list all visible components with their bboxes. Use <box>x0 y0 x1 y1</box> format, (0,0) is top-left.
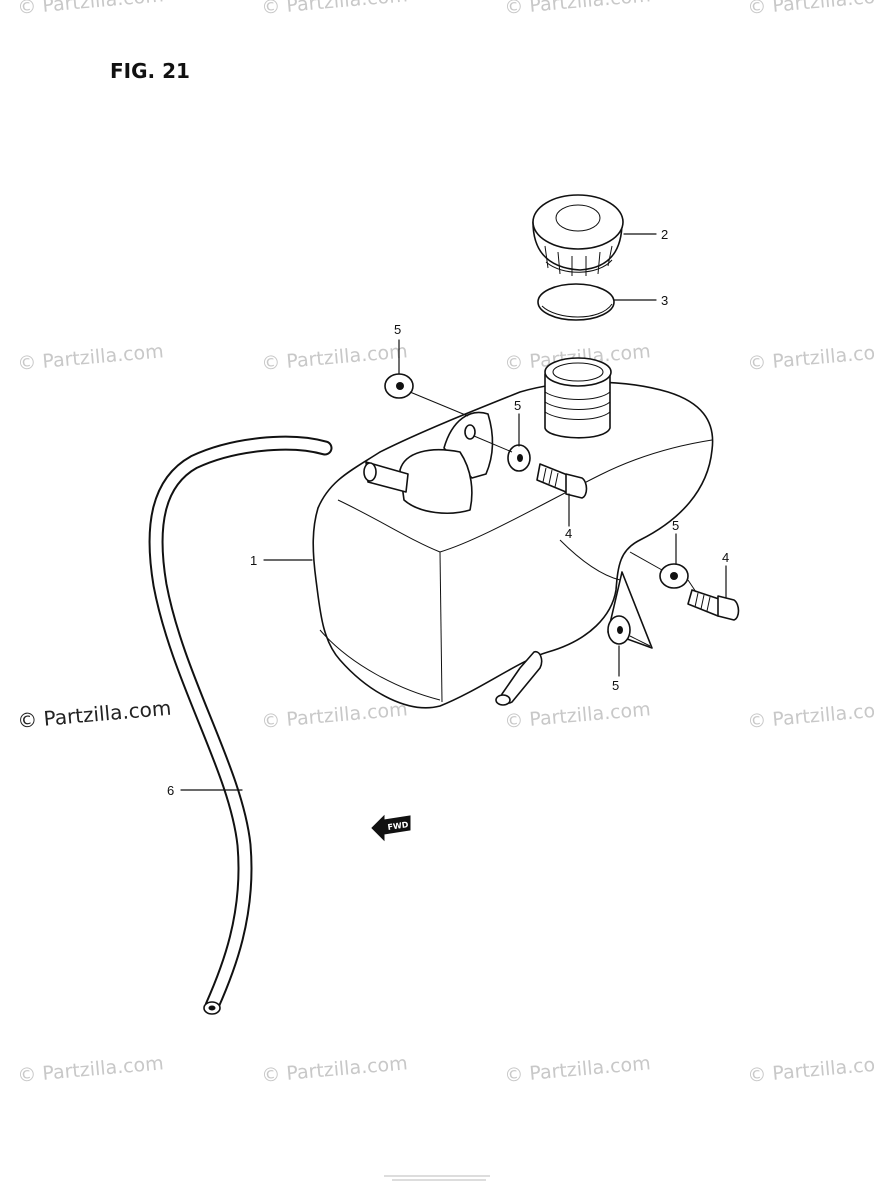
watermark: © Partzilla.com <box>747 698 874 733</box>
callout-2: 2 <box>661 227 668 242</box>
footer-mark-line <box>384 1175 490 1181</box>
watermark: © Partzilla.com <box>16 696 172 733</box>
callout-5: 5 <box>514 398 521 413</box>
watermark: © Partzilla.com <box>261 340 409 375</box>
callout-5: 5 <box>672 518 679 533</box>
watermark: © Partzilla.com <box>747 340 874 375</box>
fwd-arrow-icon: FWD <box>371 814 411 842</box>
watermark: © Partzilla.com <box>504 1052 652 1087</box>
watermark: © Partzilla.com <box>17 340 165 375</box>
bolt-right <box>687 589 740 621</box>
reservoir-tank <box>312 357 714 709</box>
washer-right <box>659 563 689 589</box>
washer-lower <box>607 615 631 645</box>
watermark: © Partzilla.com <box>17 1052 165 1087</box>
watermark: © Partzilla.com <box>17 0 165 19</box>
fwd-label: FWD <box>387 820 409 832</box>
callout-5: 5 <box>394 322 401 337</box>
callout-4: 4 <box>722 550 729 565</box>
breather-hose <box>148 435 333 1015</box>
watermark: © Partzilla.com <box>504 0 652 19</box>
callout-6: 6 <box>167 783 174 798</box>
washer-top-mid <box>507 444 531 472</box>
watermark: © Partzilla.com <box>261 1052 409 1087</box>
callout-5: 5 <box>612 678 619 693</box>
callout-1: 1 <box>250 553 257 568</box>
bolt-upper <box>536 463 588 499</box>
alignment-lines <box>409 391 697 647</box>
watermark: © Partzilla.com <box>747 1052 874 1087</box>
cap-gasket <box>537 283 615 321</box>
leader-lines <box>180 233 727 791</box>
callout-3: 3 <box>661 293 668 308</box>
watermark: © Partzilla.com <box>747 0 874 19</box>
watermark: © Partzilla.com <box>504 698 652 733</box>
figure-title: FIG. 21 <box>110 59 190 83</box>
reservoir-cap <box>532 194 624 276</box>
callout-labels: 1 2 3 4 4 5 5 5 5 6 <box>167 227 729 798</box>
watermark: © Partzilla.com <box>261 698 409 733</box>
callout-4: 4 <box>565 526 572 541</box>
watermark: © Partzilla.com <box>261 0 409 19</box>
washer-top-left <box>384 373 414 399</box>
